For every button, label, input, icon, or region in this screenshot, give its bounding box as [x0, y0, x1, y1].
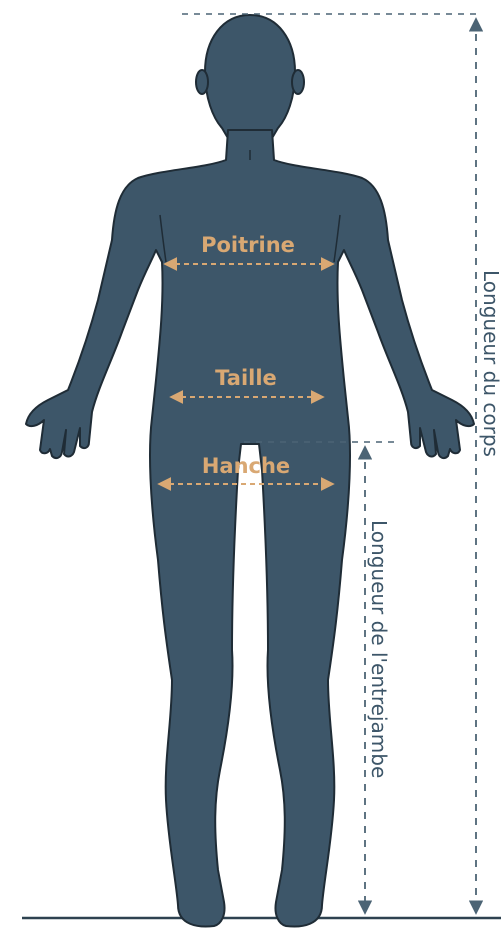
- body-length-label: Longueur du corps: [479, 270, 501, 457]
- chest-label: Poitrine: [201, 233, 295, 257]
- hip-label: Hanche: [202, 454, 290, 478]
- waist-label: Taille: [215, 366, 277, 390]
- inseam-length-label: Longueur de l'entrejambe: [367, 520, 391, 778]
